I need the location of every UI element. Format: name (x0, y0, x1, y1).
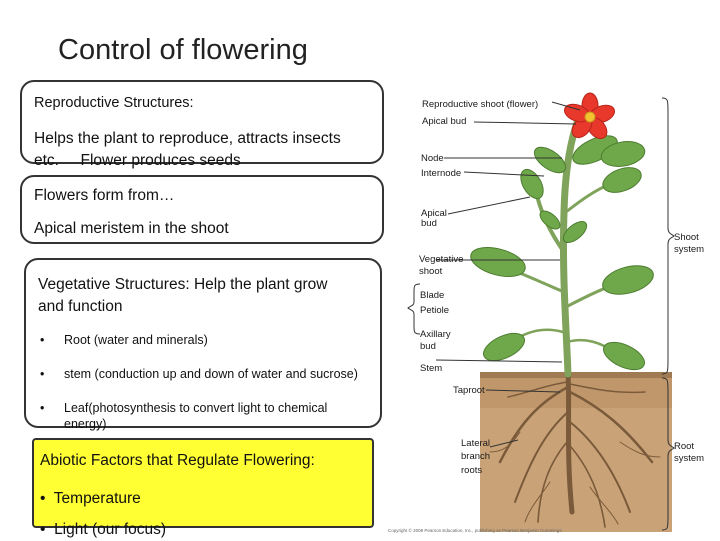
flowers-form-callout: Flowers form from… Apical meristem in th… (20, 175, 384, 244)
label-shoot-system-1: Shoot (674, 232, 699, 243)
list-item: •stem (conduction up and down of water a… (40, 367, 358, 381)
label-lateral-3: roots (461, 465, 483, 476)
list-item: •Leaf(photosynthesis to convert light to… (40, 401, 328, 431)
label-lateral-2: branch (461, 451, 491, 462)
leaves (470, 135, 654, 371)
label-shoot-system-2: system (674, 244, 705, 255)
copyright-credit: Copyright © 2008 Pearson Education, Inc.… (388, 528, 563, 533)
list-item: •Root (water and minerals) (40, 333, 208, 347)
flowers-form-line1: Flowers form from… (34, 187, 175, 204)
vegetative-heading-line1: Vegetative Structures: Help the plant gr… (38, 276, 328, 293)
vegetative-heading-line2: and function (38, 298, 123, 315)
label-axillary-bud-2: bud (420, 341, 436, 352)
flower (563, 92, 616, 140)
reproductive-body-line2: etc. Flower produces seeds (34, 152, 241, 169)
label-internode: Internode (421, 168, 462, 179)
label-vegetative-shoot-1: Vegetative (419, 254, 464, 265)
label-axillary-bud-1: Axillary (420, 329, 451, 340)
label-apical-bud-side-1: Apical (421, 208, 447, 219)
label-apical-bud-top: Apical bud (422, 116, 467, 127)
abiotic-factors-box: Abiotic Factors that Regulate Flowering:… (32, 438, 374, 538)
label-reproductive-shoot: Reproductive shoot (flower) (422, 99, 539, 110)
abiotic-heading: Abiotic Factors that Regulate Flowering: (40, 452, 315, 469)
reproductive-structures-callout: Reproductive Structures: Helps the plant… (20, 80, 384, 169)
label-lateral-1: Lateral (461, 438, 491, 449)
reproductive-body-line1: Helps the plant to reproduce, attracts i… (34, 130, 341, 147)
reproductive-heading: Reproductive Structures: (34, 95, 194, 111)
bullet-stem: stem (conduction up and down of water an… (64, 367, 358, 381)
label-petiole: Petiole (420, 305, 450, 316)
bullet-leaf: Leaf(photosynthesis to convert light to … (64, 401, 328, 431)
abiotic-temperature: Temperature (53, 490, 141, 507)
label-stem: Stem (420, 363, 443, 374)
label-apical-bud-side-2: bud (421, 218, 437, 229)
pointer-lines (407, 97, 675, 531)
label-vegetative-shoot-2: shoot (419, 266, 443, 277)
vegetative-structures-callout: Vegetative Structures: Help the plant gr… (24, 258, 382, 431)
list-item: • Light (our focus) (40, 521, 167, 538)
abiotic-light: Light (our focus) (54, 521, 167, 538)
label-taproot: Taproot (453, 385, 485, 396)
bullet-root: Root (water and minerals) (64, 333, 208, 347)
soil (480, 372, 672, 532)
label-root-system-1: Root (674, 441, 695, 452)
page-title: Control of flowering (58, 34, 308, 66)
flowers-form-line2: Apical meristem in the shoot (34, 220, 229, 237)
label-root-system-2: system (674, 453, 705, 464)
label-node: Node (421, 153, 444, 164)
roots (489, 371, 661, 528)
label-blade: Blade (420, 290, 445, 301)
list-item: • Temperature (40, 490, 141, 507)
plant-diagram (407, 92, 675, 532)
